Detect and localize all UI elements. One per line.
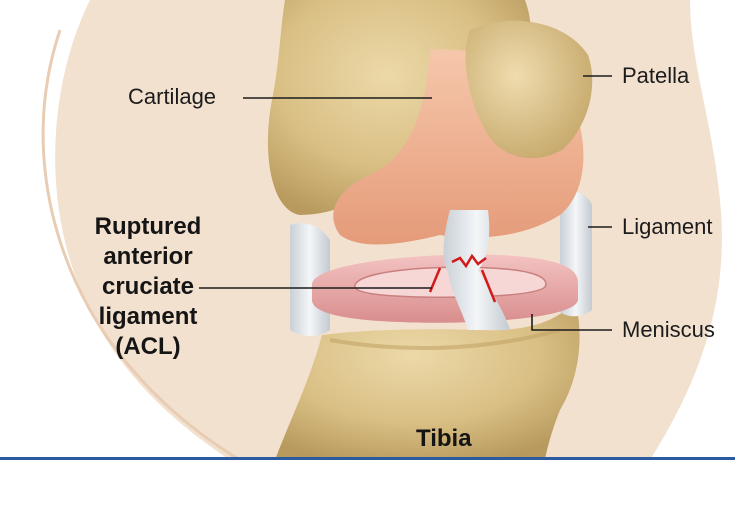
acl-label-line: cruciate [58, 272, 238, 302]
acl-label-line: ligament [58, 302, 238, 332]
acl-label: Ruptured anterior cruciate ligament (ACL… [58, 212, 238, 362]
acl-label-line: (ACL) [58, 332, 238, 362]
bottom-strip [0, 460, 735, 509]
ligament-label: Ligament [622, 216, 713, 238]
patella-label: Patella [622, 65, 689, 87]
acl-label-line: Ruptured [58, 212, 238, 242]
meniscus-label: Meniscus [622, 319, 715, 341]
tibia-label: Tibia [416, 427, 472, 451]
cartilage-label: Cartilage [128, 86, 216, 108]
acl-label-line: anterior [58, 242, 238, 272]
